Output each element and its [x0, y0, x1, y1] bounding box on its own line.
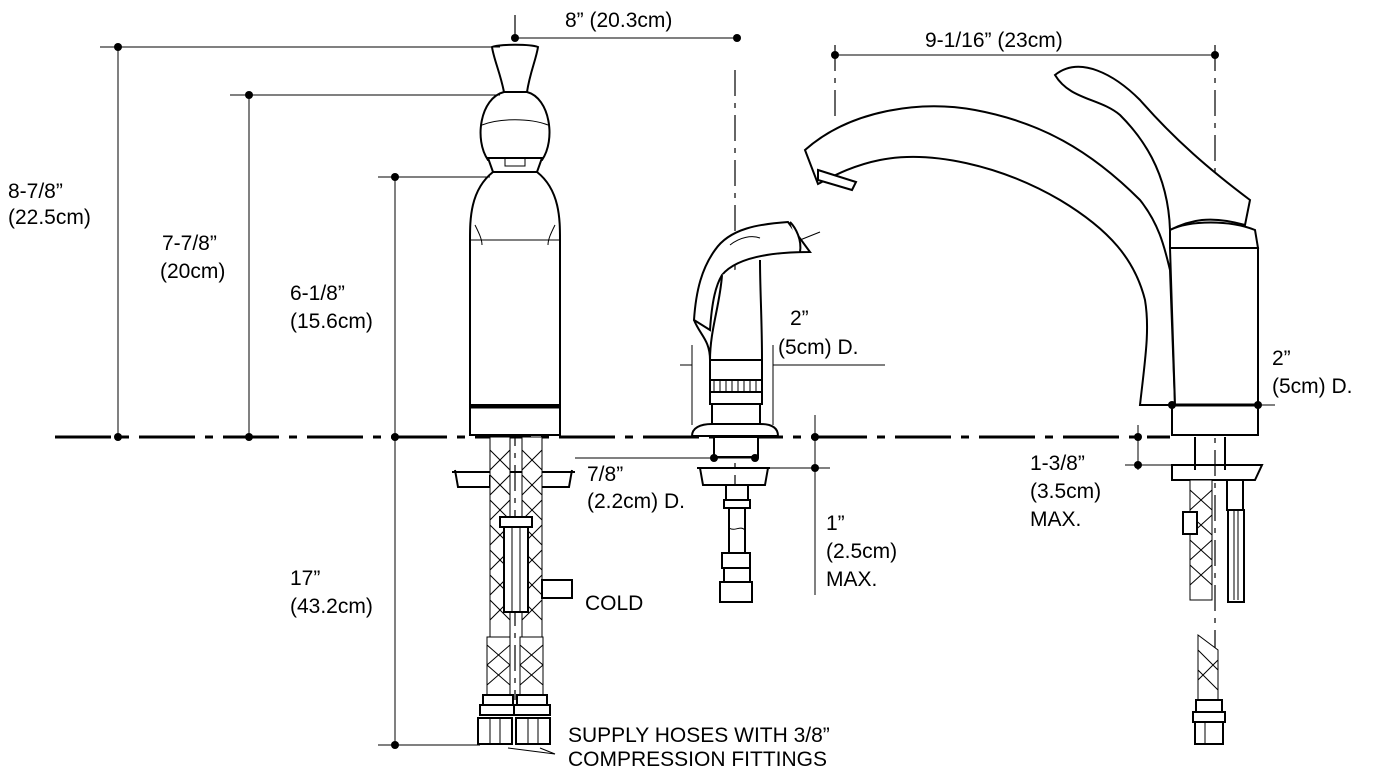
cold-label: COLD [585, 592, 643, 615]
width-top-label: 8” (20.3cm) [565, 9, 672, 32]
handle-height-label: 7-7/8” [162, 232, 217, 255]
body-height-metric: (15.6cm) [290, 310, 373, 333]
spray-deck-max: MAX. [826, 568, 877, 591]
faucet-front-view [803, 45, 1264, 745]
spray-diameter-label: 2” [790, 307, 809, 330]
side-spray-view [690, 70, 821, 603]
faucet-deck-metric: (3.5cm) [1030, 480, 1101, 503]
spray-hole-label: 7/8” [587, 463, 623, 486]
dimension-lines [100, 34, 1275, 749]
spray-diameter-metric: (5cm) D. [778, 336, 859, 359]
faucet-deck-max: MAX. [1030, 508, 1081, 531]
spray-deck-metric: (2.5cm) [826, 540, 897, 563]
overall-height-metric: (22.5cm) [8, 206, 91, 229]
spout-diameter-metric: (5cm) D. [1272, 375, 1353, 398]
body-height-label: 6-1/8” [290, 282, 345, 305]
hose-length-metric: (43.2cm) [290, 595, 373, 618]
supply-hoses-label-line1: SUPPLY HOSES WITH 3/8” [568, 724, 830, 747]
spray-deck-label: 1” [826, 512, 845, 535]
spout-diameter-label: 2” [1272, 347, 1291, 370]
hose-length-label: 17” [290, 567, 320, 590]
spout-reach-label: 9-1/16” (23cm) [925, 29, 1063, 52]
faucet-side-view [452, 15, 575, 755]
overall-height-label: 8-7/8” [8, 180, 63, 203]
faucet-deck-label: 1-3/8” [1030, 452, 1085, 475]
handle-height-metric: (20cm) [160, 260, 225, 283]
supply-hoses-label-line2: COMPRESSION FITTINGS [568, 748, 827, 771]
spray-hole-metric: (2.2cm) D. [587, 490, 685, 513]
